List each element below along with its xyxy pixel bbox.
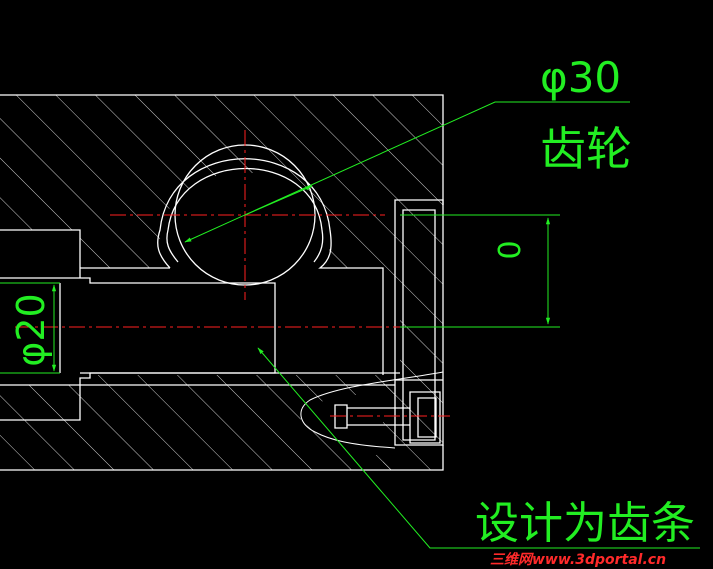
rack-leader [257, 347, 700, 549]
housing-hatch-lower [0, 375, 400, 470]
offset-dimension-label: 0 [493, 240, 528, 259]
housing-hatch [0, 95, 443, 470]
housing-section [0, 95, 443, 470]
end-cap [394, 199, 444, 446]
rack-diameter-label: φ20 [9, 293, 53, 366]
rack-note-label: 设计为齿条 [475, 498, 695, 549]
part-outlines [0, 94, 444, 471]
gear-name-label: 齿轮 [540, 122, 632, 176]
watermark: 三维网www.3dportal.cn [490, 551, 666, 568]
break-line [300, 371, 444, 449]
dimensions [0, 101, 700, 549]
rack-bore-lines [59, 283, 400, 386]
housing-outline [0, 94, 444, 471]
gear-leader [184, 101, 630, 243]
shaft-bore-outline [0, 229, 276, 421]
gear-diameter-arrow [244, 185, 313, 216]
screw [334, 391, 441, 444]
gear-pocket-inner [166, 167, 324, 263]
gear-diameter-label: φ30 [540, 53, 621, 102]
gear-pocket [157, 158, 384, 375]
